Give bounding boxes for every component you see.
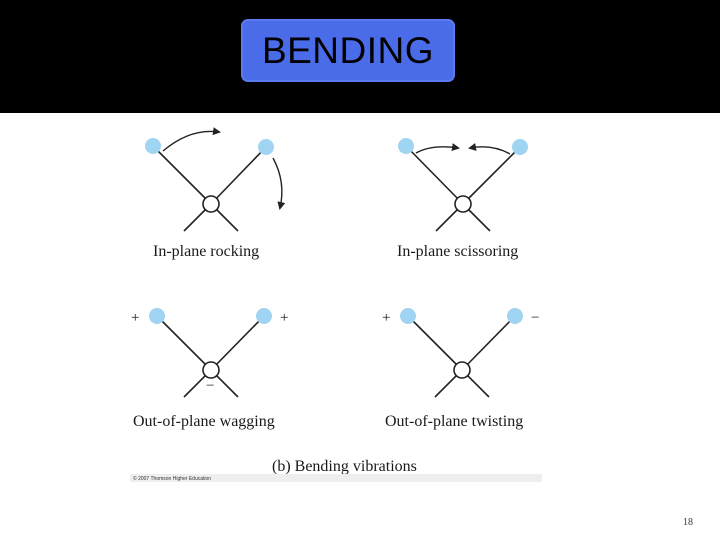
page-number: 18 [683, 517, 693, 528]
central-atom [453, 361, 471, 379]
motion-arrow [272, 157, 286, 210]
bond-line [210, 315, 265, 371]
panel-out-of-plane-twisting: + − Out-of-plane twisting [382, 308, 539, 430]
sign-right: + [280, 310, 288, 326]
motion-arrow [468, 142, 511, 155]
panel-in-plane-scissoring: In-plane scissoring [397, 138, 528, 260]
bond-line [405, 145, 464, 205]
hydrogen-atom [400, 308, 416, 324]
hydrogen-atom [145, 138, 161, 154]
hydrogen-atom [256, 308, 272, 324]
title-box: BENDING [241, 19, 455, 82]
central-atom [202, 195, 220, 213]
hydrogen-atom [507, 308, 523, 324]
bond-line [156, 315, 212, 371]
hydrogen-atom [258, 139, 274, 155]
bond-line [461, 315, 516, 371]
sign-left: + [382, 310, 390, 326]
hydrogen-atom [149, 308, 165, 324]
bond-line [152, 145, 212, 205]
sign-center: − [206, 378, 214, 394]
bond-line [407, 315, 463, 371]
sign-right: − [531, 310, 539, 326]
hydrogen-atom [512, 139, 528, 155]
motion-arrow [162, 127, 221, 152]
bond-line [462, 146, 521, 205]
motion-arrow [415, 143, 460, 154]
central-atom [454, 195, 472, 213]
panel-label: Out-of-plane wagging [133, 413, 275, 430]
panel-in-plane-rocking: In-plane rocking [145, 127, 286, 260]
figure-caption: (b) Bending vibrations [272, 458, 417, 475]
panel-label: In-plane rocking [153, 243, 259, 260]
copyright-text: © 2007 Thomson Higher Education [133, 475, 211, 482]
slide-title: BENDING [261, 29, 435, 71]
bond-line [210, 146, 267, 205]
panel-out-of-plane-wagging: + + − Out-of-plane wagging [131, 308, 288, 430]
panel-label: Out-of-plane twisting [385, 413, 523, 430]
sign-left: + [131, 310, 139, 326]
hydrogen-atom [398, 138, 414, 154]
central-atom [202, 361, 220, 379]
panel-label: In-plane scissoring [397, 243, 518, 260]
copyright-strip [130, 474, 542, 482]
